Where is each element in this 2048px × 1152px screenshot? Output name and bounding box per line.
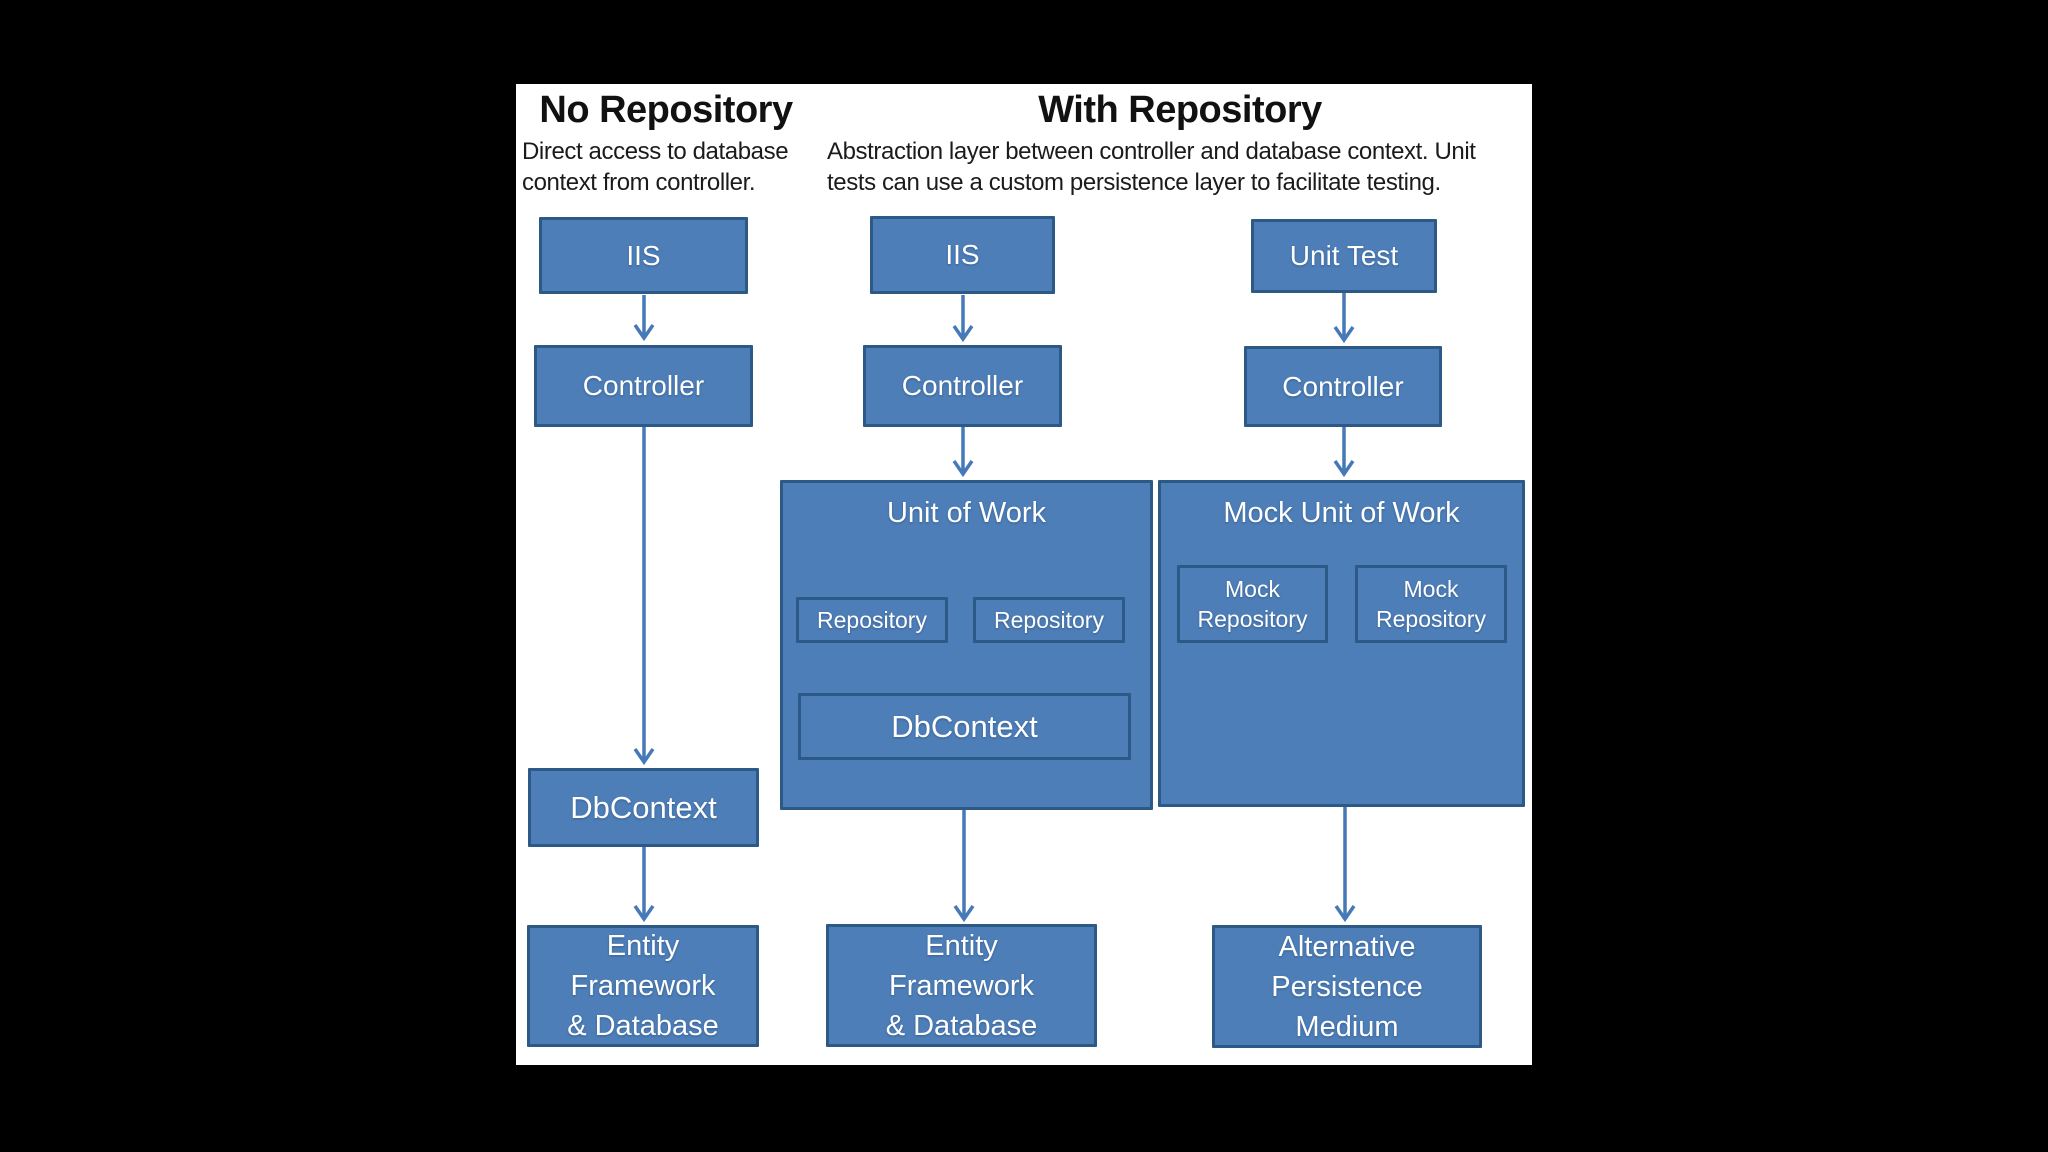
section-title-no-repository: No Repository [539, 89, 793, 131]
subtitle-line: Abstraction layer between controller and… [827, 138, 1476, 165]
node-label-line: Persistence [1271, 970, 1423, 1003]
node-controller-left: Controller [534, 345, 753, 427]
section-subtitle-no-repository: Direct access to database context from c… [522, 136, 832, 198]
node-controller-right: Controller [1244, 346, 1442, 427]
node-label-line: Framework [570, 970, 716, 1002]
node-label-line: Repository [1376, 606, 1486, 632]
node-alternative-persistence-medium: Alternative Persistence Medium [1212, 925, 1482, 1048]
node-label-line: Entity [925, 929, 998, 962]
node-unit-of-work: Unit of Work [780, 480, 1153, 810]
node-dbcontext-left: DbContext [528, 768, 759, 847]
architecture-diagram: No Repository Direct access to database … [516, 84, 1532, 1065]
node-label-line: Framework [888, 969, 1034, 1002]
node-unit-test: Unit Test [1251, 219, 1437, 293]
node-iis-mid: IIS [870, 216, 1055, 294]
subtitle-line: tests can use a custom persistence layer… [827, 169, 1441, 196]
node-label-line: Mock [1225, 576, 1280, 602]
node-entity-framework-database-left: Entity Framework & Database [527, 925, 759, 1047]
node-label-line: Entity [606, 930, 680, 962]
node-label-line: & Database [885, 1009, 1038, 1042]
node-label: Mock Unit of Work [1223, 497, 1460, 529]
node-label: Unit of Work [886, 497, 1046, 529]
node-entity-framework-database-mid: Entity Framework & Database [826, 924, 1097, 1047]
node-label-line: Mock [1403, 576, 1459, 602]
section-subtitle-with-repository: Abstraction layer between controller and… [827, 136, 1532, 198]
node-mock-unit-of-work: Mock Unit of Work [1158, 480, 1525, 807]
node-label-line: Repository [1197, 606, 1308, 632]
node-mock-repository-2: Mock Repository [1355, 565, 1507, 643]
node-repository-2: Repository [973, 597, 1125, 643]
node-controller-mid: Controller [863, 345, 1062, 427]
section-title-with-repository: With Repository [1038, 89, 1322, 131]
node-repository-1: Repository [796, 597, 948, 643]
node-label-line: Alternative [1278, 930, 1416, 963]
node-iis-left: IIS [539, 217, 748, 294]
node-label-line: & Database [567, 1010, 719, 1042]
node-dbcontext-inner: DbContext [798, 693, 1131, 760]
subtitle-line: Direct access to database [522, 138, 789, 165]
node-label-line: Medium [1295, 1010, 1399, 1043]
subtitle-line: context from controller. [522, 169, 756, 196]
node-mock-repository-1: Mock Repository [1177, 565, 1328, 643]
